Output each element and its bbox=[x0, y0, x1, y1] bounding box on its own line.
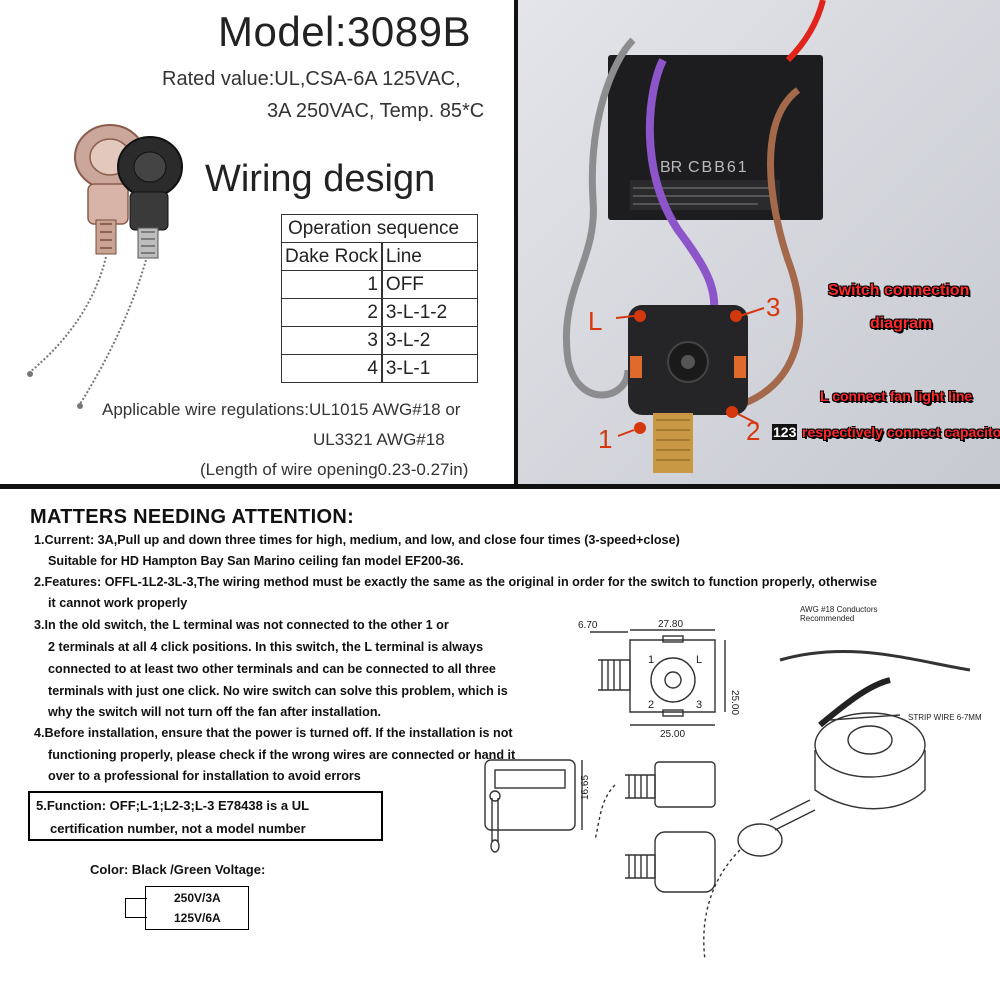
function-box: 5.Function: OFF;L-1;L2-3;L-3 E78438 is a… bbox=[28, 791, 383, 841]
terminal-label-3: 3 bbox=[766, 292, 780, 322]
step-cell: 2 bbox=[280, 298, 383, 327]
attention-item: why the switch will not turn off the fan… bbox=[48, 705, 382, 719]
wire-regulations-line3: (Length of wire opening0.23-0.27in) bbox=[200, 460, 469, 479]
dim-2500-vertical: 25.00 bbox=[729, 690, 740, 715]
pull-chain-switch-image bbox=[27, 124, 183, 409]
diagram-title-1: Switch connection bbox=[828, 282, 970, 299]
dim-670: 6.70 bbox=[578, 620, 598, 631]
function-line1: 5.Function: OFF;L-1;L2-3;L-3 E78438 is a… bbox=[36, 798, 310, 813]
switch-side-view bbox=[484, 759, 583, 853]
attention-item: 2.Features: OFFL-1L2-3L-3,The wiring met… bbox=[34, 575, 877, 589]
attention-item: it cannot work properly bbox=[48, 596, 188, 610]
awg-label-1: AWG #18 Conductors bbox=[800, 605, 878, 614]
line-cell: OFF bbox=[381, 270, 478, 299]
voltage-box: 250V/3A 125V/6A bbox=[145, 886, 249, 930]
step-cell: 4 bbox=[280, 354, 383, 383]
strip-wire-label: STRIP WIRE 6-7MM bbox=[908, 713, 982, 722]
table-title: Operation sequence bbox=[281, 214, 478, 243]
attention-item: 2 terminals at all 4 click positions. In… bbox=[48, 640, 484, 654]
section-divider bbox=[0, 484, 1000, 489]
note-123-number: 123 bbox=[772, 424, 798, 440]
black-switch-body bbox=[117, 136, 183, 259]
pull-chains bbox=[29, 256, 147, 405]
pin-2: 2 bbox=[648, 699, 654, 711]
technical-drawing: 6.70 27.80 25.00 25.00 16.65 1 L 2 3 AWG… bbox=[484, 605, 982, 961]
table-row: 1 OFF bbox=[280, 270, 478, 299]
line-cell: 3-L-1 bbox=[381, 354, 478, 383]
note-capacitor-line: respectively connect capacitor line bbox=[802, 424, 1000, 440]
attention-item: 1.Current: 3A,Pull up and down three tim… bbox=[34, 533, 680, 547]
table-row: 3 3-L-2 bbox=[280, 326, 478, 355]
attention-item: 4.Before installation, ensure that the p… bbox=[34, 726, 513, 740]
switch-body bbox=[628, 305, 748, 473]
rated-value-line1: Rated value:UL,CSA-6A 125VAC, bbox=[162, 68, 461, 90]
attention-item: functioning properly, please check if th… bbox=[48, 748, 516, 762]
wire-regulations-line2: UL3321 AWG#18 bbox=[313, 430, 445, 449]
awg-label-2: Recommended bbox=[800, 614, 854, 623]
attention-item: terminals with just one click. No wire s… bbox=[48, 684, 508, 698]
operation-sequence-table: Operation sequence Dake Rock Line 1 OFF … bbox=[280, 214, 478, 383]
pin-1: 1 bbox=[648, 654, 654, 666]
diagram-title-2: diagram bbox=[870, 315, 933, 332]
terminal-label-L: L bbox=[588, 306, 602, 336]
column-header-line: Line bbox=[381, 242, 478, 271]
color-voltage-label: Color: Black /Green Voltage: bbox=[90, 862, 266, 877]
table-row: 2 3-L-1-2 bbox=[280, 298, 478, 327]
line-cell: 3-L-1-2 bbox=[381, 298, 478, 327]
terminal-label-2: 2 bbox=[746, 416, 760, 446]
model-title: Model:3089B bbox=[218, 8, 472, 55]
attention-item: over to a professional for installation … bbox=[48, 769, 361, 783]
pin-3: 3 bbox=[696, 699, 702, 711]
terminal-label-1: 1 bbox=[598, 424, 612, 454]
dim-1665: 16.65 bbox=[580, 775, 591, 800]
dim-2500-horizontal: 25.00 bbox=[660, 729, 685, 740]
table-row: 4 3-L-1 bbox=[280, 354, 478, 383]
attention-title: MATTERS NEEDING ATTENTION: bbox=[30, 506, 355, 528]
step-cell: 3 bbox=[280, 326, 383, 355]
switch-3d-view bbox=[703, 649, 971, 961]
rated-value-line2: 3A 250VAC, Temp. 85*C bbox=[267, 100, 485, 122]
switch-top-view bbox=[590, 629, 726, 726]
wire-regulations-line1: Applicable wire regulations:UL1015 AWG#1… bbox=[102, 400, 461, 419]
line-cell: 3-L-2 bbox=[381, 326, 478, 355]
function-line2: certification number, not a model number bbox=[50, 821, 306, 836]
switch-connection-photo: BR CBB61 L 3 1 2 bbox=[514, 0, 1000, 487]
column-header-dake-rock: Dake Rock bbox=[280, 242, 383, 271]
pin-L: L bbox=[696, 654, 702, 666]
attention-item: 3.In the old switch, the L terminal was … bbox=[34, 618, 449, 632]
voltage-250: 250V/3A bbox=[174, 891, 221, 905]
dim-2780: 27.80 bbox=[658, 619, 683, 630]
capacitor-brand: BR bbox=[660, 159, 682, 176]
switch-front-view bbox=[594, 761, 716, 893]
voltage-125: 125V/6A bbox=[174, 911, 221, 925]
attention-item: Suitable for HD Hampton Bay San Marino c… bbox=[48, 554, 464, 568]
capacitor: BR CBB61 bbox=[608, 55, 823, 220]
wiring-design-title: Wiring design bbox=[205, 158, 436, 200]
note-l-line: L connect fan light line bbox=[820, 388, 973, 404]
attention-item: connected to at least two other terminal… bbox=[48, 662, 496, 676]
voltage-box-tab bbox=[125, 898, 147, 918]
step-cell: 1 bbox=[280, 270, 383, 299]
capacitor-model: CBB61 bbox=[688, 159, 749, 176]
